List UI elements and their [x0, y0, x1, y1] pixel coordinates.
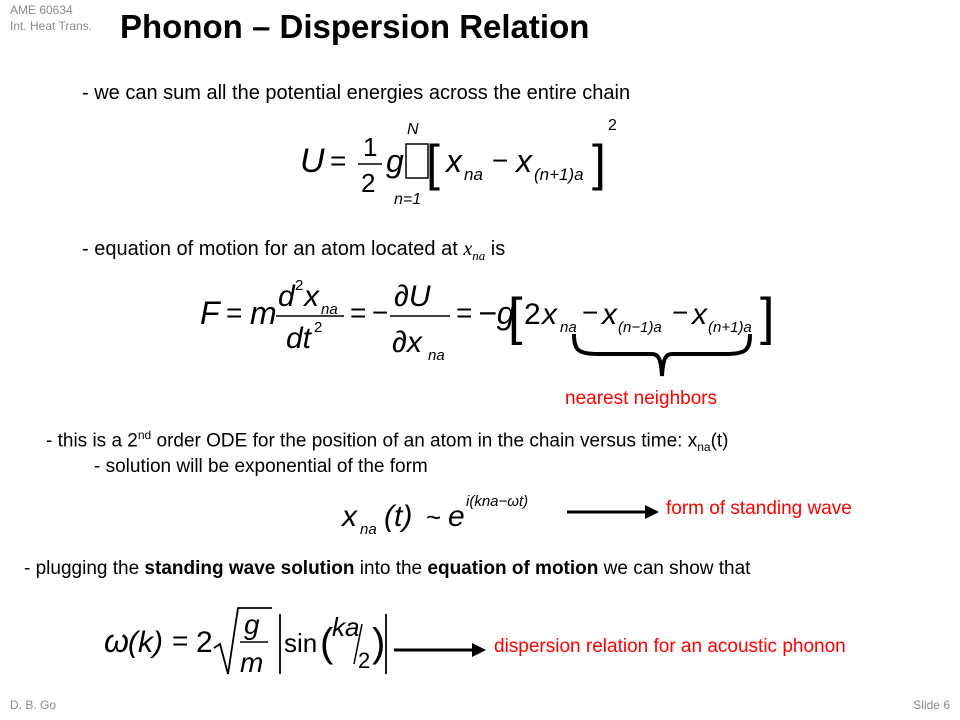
eq2-d-sup: 2: [295, 277, 303, 294]
eq2-partial-x-sub: na: [428, 347, 445, 364]
b5-bold-standing: standing wave solution: [144, 558, 355, 579]
eq2-xa-sub: na: [560, 319, 577, 336]
eq1-frac-num: 1: [363, 132, 377, 162]
bullet-exponential-solution: - solution will be exponential of the fo…: [94, 456, 428, 477]
b3-sup: nd: [137, 428, 152, 442]
eq3-exp: i(kna−ωt): [466, 493, 528, 510]
eq2-d-x: x: [302, 280, 320, 313]
eq4-paren-close: ): [372, 621, 385, 665]
eq3-t: (t): [384, 500, 412, 533]
b3-part-c: (t): [710, 430, 729, 452]
footer-slide-number: Slide 6: [913, 698, 950, 712]
eq1-g: g: [386, 143, 404, 179]
eq2-minus1: −: [582, 297, 598, 328]
eq1-sum-top: N: [407, 121, 419, 138]
eq2-d: d: [278, 280, 296, 313]
course-name: Int. Heat Trans.: [10, 19, 93, 33]
eq2-bracket-close: ]: [760, 288, 774, 346]
b5-part-a: - plugging the: [24, 558, 145, 579]
eq2-m: m: [250, 295, 277, 331]
eq2-minus2: −: [672, 297, 688, 328]
eq2-equals2: =: [350, 297, 366, 328]
eq1-power: 2: [608, 117, 617, 134]
eq4-g: g: [244, 609, 260, 640]
arrow-right-icon: [394, 643, 486, 657]
slide-title: Phonon – Dispersion Relation: [120, 8, 590, 45]
curly-brace-icon: [572, 333, 752, 377]
eq2-partial-x: ∂x: [392, 326, 423, 359]
eq2-xa: x: [540, 298, 558, 331]
b5-bold-eom: equation of motion: [427, 558, 599, 579]
eq1-equals: =: [330, 145, 346, 176]
eq1-minus: −: [492, 145, 508, 176]
eq4-half: 2: [358, 648, 370, 673]
dispersion-label: dispersion relation for an acoustic phon…: [494, 636, 846, 657]
dispersion-equation: ω (k) = 2 g m sin ( ka 2 ): [104, 607, 387, 678]
eq2-two: 2: [524, 298, 541, 331]
eq4-equals: =: [172, 625, 188, 656]
eq2-xb-sub: (n−1)a: [618, 319, 662, 336]
eq4-m: m: [240, 647, 263, 678]
eq2-xc-sub: (n+1)a: [708, 319, 752, 336]
bullet2-var: x: [463, 238, 473, 260]
eq4-ka: ka: [332, 612, 359, 642]
eq2-xc: x: [690, 298, 708, 331]
eq2-d-x-sub: na: [321, 301, 338, 318]
eq1-x1: x: [444, 143, 463, 179]
eq2-neg1: −: [372, 297, 388, 328]
eq3-x-sub: na: [360, 521, 377, 538]
footer-author: D. B. Go: [10, 698, 57, 712]
eq2-equals3: =: [456, 297, 472, 328]
bullet-plugging-solution: - plugging the standing wave solution in…: [24, 558, 750, 580]
standing-wave-equation: x na (t) ~ e i(kna−ωt): [340, 493, 528, 538]
eq2-partial-u: ∂U: [394, 280, 431, 313]
sqrt-icon: [213, 607, 272, 675]
eq3-x: x: [340, 500, 358, 533]
eq4-k: (k): [128, 626, 163, 659]
eq4-paren-open: (: [320, 621, 334, 665]
eq2-dt: dt: [286, 322, 313, 355]
eq1-sum-bot: n=1: [394, 191, 421, 208]
potential-energy-equation: U = 1 2 g N n=1 [ x na − x (n+1)a ] 2: [300, 117, 617, 208]
eq1-bracket-close: ]: [592, 135, 606, 191]
equation-of-motion: F = m d 2 x na dt 2 = − ∂U ∂x na = −g [ …: [200, 277, 774, 364]
b5-part-c: we can show that: [598, 558, 751, 579]
bullet2-sub: na: [472, 248, 486, 263]
b3-part-a: - this is a 2: [46, 430, 138, 452]
eq2-equals1: =: [226, 297, 242, 328]
bullet-equation-motion: - equation of motion for an atom located…: [82, 238, 505, 264]
sum-icon: [405, 143, 429, 179]
eq1-x1-sub: na: [464, 165, 483, 184]
eq3-sim: ~: [426, 502, 441, 532]
bullet-second-order-ode: - this is a 2nd order ODE for the positi…: [46, 428, 729, 454]
eq1-x2: x: [514, 143, 533, 179]
eq2-xb: x: [600, 298, 618, 331]
course-code: AME 60634: [10, 3, 73, 17]
nearest-neighbors-label: nearest neighbors: [565, 388, 718, 409]
bullet2-post: is: [485, 238, 506, 260]
eq2-F: F: [200, 295, 222, 331]
b5-part-b: into the: [354, 558, 428, 579]
eq4-slash: [353, 623, 363, 665]
eq2-neg-g: −g: [478, 295, 515, 331]
eq3-e: e: [448, 500, 465, 533]
eq2-bracket-open: [: [508, 288, 523, 346]
eq1-lhs: U: [300, 142, 325, 180]
b3-part-b: order ODE for the position of an atom in…: [151, 430, 698, 452]
b3-sub: na: [697, 440, 711, 455]
arrow-right-icon: [567, 505, 659, 519]
eq1-frac-den: 2: [361, 168, 375, 198]
eq1-bracket-open: [: [426, 135, 440, 191]
standing-wave-label: form of standing wave: [666, 498, 852, 519]
eq4-omega: ω: [104, 623, 129, 659]
eq1-x2-sub: (n+1)a: [534, 165, 584, 184]
eq2-dt-sup: 2: [314, 319, 322, 336]
eq4-two: 2: [196, 626, 213, 659]
eq4-sin: sin: [284, 628, 317, 658]
bullet-sum-energies: - we can sum all the potential energies …: [82, 82, 631, 104]
bullet2-text: - equation of motion for an atom located…: [82, 238, 464, 260]
